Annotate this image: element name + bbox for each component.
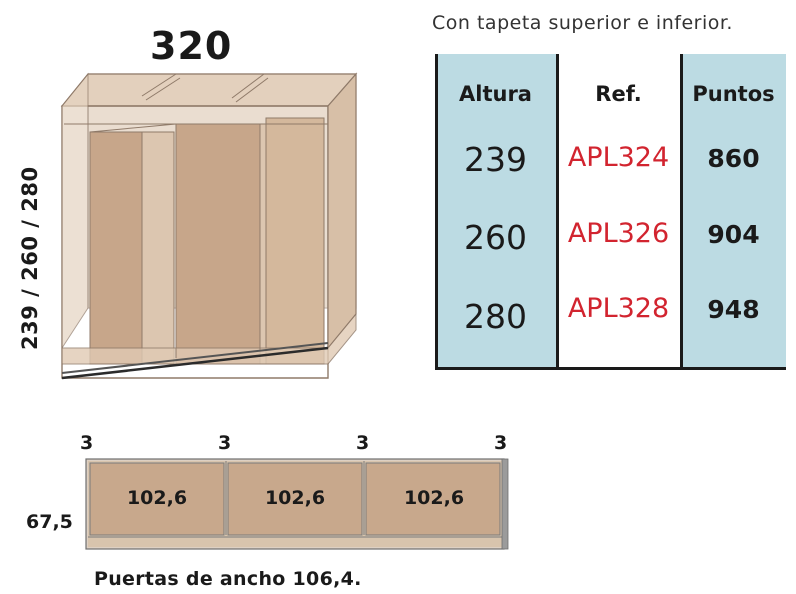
heights-label-text: 239 / 260 / 280 xyxy=(18,166,42,350)
note-text: Con tapeta superior e inferior. xyxy=(432,12,733,34)
column-altura xyxy=(435,54,556,368)
cell-altura: 239 xyxy=(464,140,527,179)
gap-dimension: 3 xyxy=(218,432,232,454)
cell-puntos: 948 xyxy=(707,295,760,324)
header-puntos: Puntos xyxy=(692,82,775,106)
header-altura: Altura xyxy=(459,82,532,106)
cell-ref: APL328 xyxy=(567,293,670,324)
front-view-drawing xyxy=(85,458,509,550)
front-height-dimension: 67,5 xyxy=(26,511,73,533)
gap-dimension: 3 xyxy=(356,432,370,454)
wardrobe-width-title: 320 xyxy=(150,24,233,68)
heights-label: 239 / 260 / 280 xyxy=(18,166,48,350)
cell-puntos: 904 xyxy=(707,220,760,249)
panel-width: 102,6 xyxy=(264,487,326,509)
cell-ref: APL324 xyxy=(567,142,670,173)
cell-ref: APL326 xyxy=(567,218,670,249)
table-divider xyxy=(435,54,438,370)
column-ref xyxy=(556,54,681,368)
table-divider xyxy=(556,54,559,370)
header-ref: Ref. xyxy=(595,82,642,106)
panel-width: 102,6 xyxy=(403,487,465,509)
column-puntos xyxy=(681,54,786,368)
gap-dimension: 3 xyxy=(494,432,508,454)
panel-width: 102,6 xyxy=(126,487,188,509)
wardrobe-illustration xyxy=(60,72,358,380)
doors-width-note: Puertas de ancho 106,4. xyxy=(94,568,362,590)
gap-dimension: 3 xyxy=(80,432,94,454)
table-bottom-border xyxy=(435,367,786,370)
price-table: Altura Ref. Puntos 239 APL324 860 260 AP… xyxy=(435,54,786,370)
cell-altura: 280 xyxy=(464,297,527,336)
cell-puntos: 860 xyxy=(707,144,760,173)
cell-altura: 260 xyxy=(464,218,527,257)
table-divider xyxy=(680,54,683,370)
